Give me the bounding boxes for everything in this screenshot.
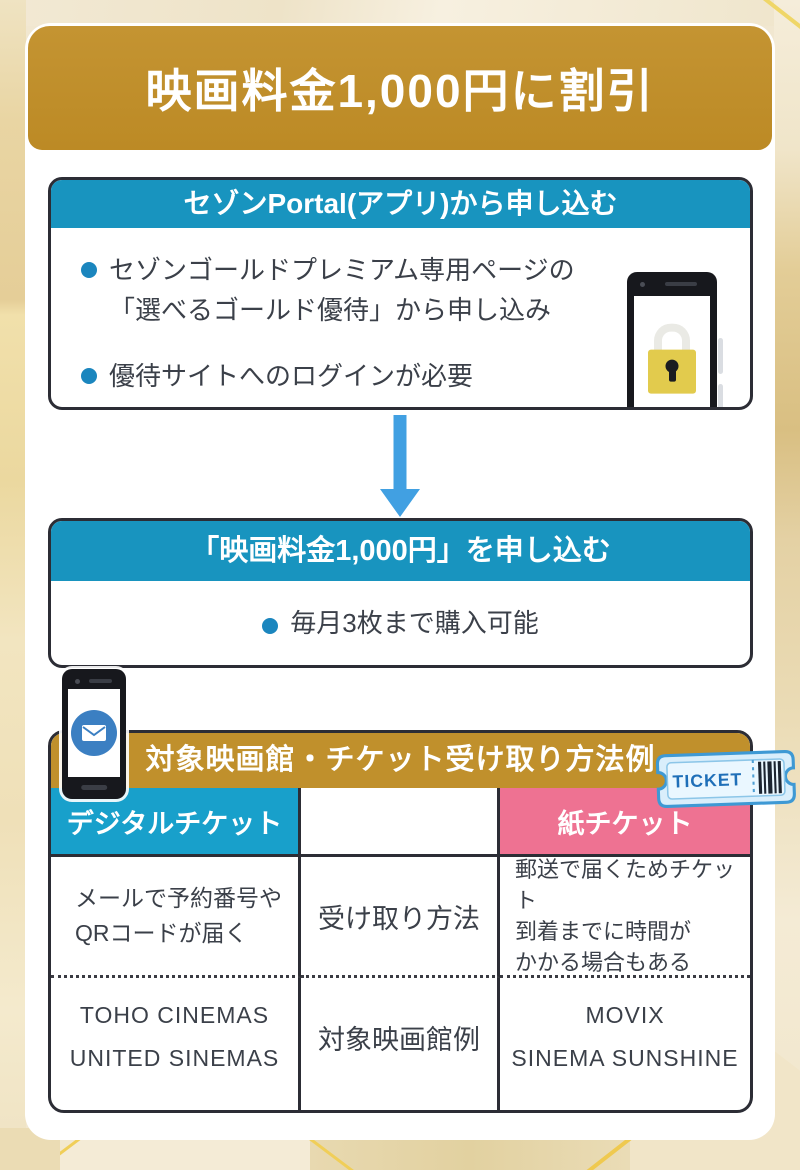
ticket-glyph: TICKET [655,749,796,809]
phone-speaker [88,679,112,683]
down-arrow-icon [380,415,420,517]
list-item: 優待サイトへのログインが必要 [81,356,750,396]
bullet-line: 「選べるゴールド優待」から申し込み [109,295,552,325]
ticket-table: デジタルチケット 紙チケット メールで予約番号や QRコードが届く 受け取り方法… [51,788,750,1110]
cell-line: MOVIX [585,1002,665,1028]
cell-line: メールで予約番号や [75,885,282,911]
cinema-section-header: 対象映画館・チケット受け取り方法例 [51,733,750,788]
step2-header: 「映画料金1,000円」を申し込む [51,521,750,581]
bullet-text: 優待サイトへのログインが必要 [109,361,474,391]
ticket-icon: TICKET [654,748,798,816]
ticket-barcode [757,761,782,794]
cell-line: TOHO CINEMAS [79,1002,270,1028]
dot-icon [81,368,97,384]
keyhole [665,359,679,373]
cell-receive-label: 受け取り方法 [301,857,500,978]
background-band [774,0,800,1170]
arrow-shaft [393,415,407,489]
smartphone-lock-icon [627,272,723,407]
background-band [0,0,800,26]
step2-card: 「映画料金1,000円」を申し込む 毎月3枚まで購入可能 [48,518,753,668]
smartphone-mail-icon [62,669,126,799]
cell-receive-digital: メールで予約番号や QRコードが届く [51,857,301,978]
lock-body [648,349,696,394]
cell-line: QRコードが届く [75,920,248,946]
phone-home-bar [81,785,107,790]
bullet-line: セゾンゴールドプレミアム専用ページの [109,255,575,285]
col-header-digital: デジタルチケット [51,788,301,857]
step1-card: セゾンPortal(アプリ)から申し込む セゾンゴールドプレミアム専用ページの … [48,177,753,410]
envelope-glyph [82,725,106,741]
cell-receive-paper: 郵送で届くためチケット 到着までに時間が かかる場合もある [500,857,750,978]
step2-body: 毎月3枚まで購入可能 [51,581,750,665]
cell-line: かかる場合もある [515,950,692,975]
list-item: セゾンゴールドプレミアム専用ページの 「選べるゴールド優待」から申し込み [81,250,750,330]
bullet-text: 毎月3枚まで購入可能 [290,608,539,638]
title-banner: 映画料金1,000円に割引 [28,26,772,150]
cinema-section: 対象映画館・チケット受け取り方法例 デジタルチケット 紙チケット メールで予約番… [48,730,753,1113]
page-title: 映画料金1,000円に割引 [145,65,655,117]
cell-line: 郵送で届くためチケット [515,857,736,913]
phone-speaker [664,282,698,286]
phone-side-button [718,384,723,407]
cell-cinemas-paper: MOVIX SINEMA SUNSHINE [500,978,750,1110]
lock-shackle [654,323,690,352]
dot-icon [81,262,97,278]
dot-icon [262,618,279,634]
background-band [0,0,26,1170]
phone-camera-dot [75,679,80,684]
ticket-label: TICKET [672,769,742,791]
content-card: 映画料金1,000円に割引 セゾンPortal(アプリ)から申し込む セゾンゴー… [25,23,796,1140]
background-wedge [310,1140,630,1170]
step1-header: セゾンPortal(アプリ)から申し込む [51,180,750,228]
phone-camera-dot [640,282,645,287]
bullet-text: セゾンゴールドプレミアム専用ページの 「選べるゴールド優待」から申し込み [109,250,575,330]
cell-line: 到着までに時間が [515,919,692,944]
phone-screen [634,296,710,407]
arrow-head [380,489,420,517]
cell-cinemas-digital: TOHO CINEMAS UNITED SINEMAS [51,978,301,1110]
phone-side-button [718,338,723,374]
lock-icon [648,323,696,394]
cell-line: SINEMA SUNSHINE [511,1045,739,1071]
col-header-spacer [301,788,500,857]
step1-body: セゾンゴールドプレミアム専用ページの 「選べるゴールド優待」から申し込み 優待サ… [51,228,750,407]
phone-screen [68,689,120,777]
cell-cinemas-label: 対象映画館例 [301,978,500,1110]
mail-icon [71,710,117,756]
cell-line: UNITED SINEMAS [69,1045,280,1071]
